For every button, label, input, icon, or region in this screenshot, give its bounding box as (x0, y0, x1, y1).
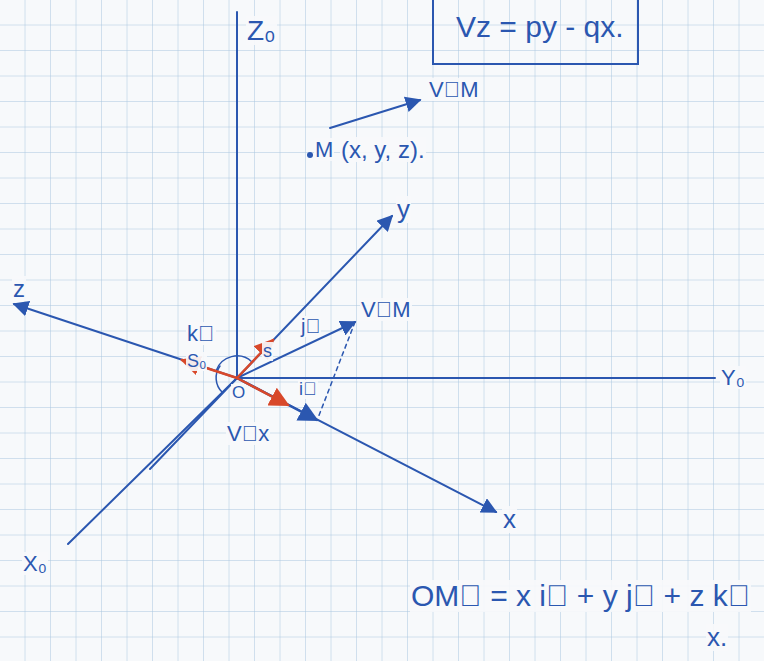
z-axis (14, 304, 237, 378)
math-label: x. (706, 624, 728, 651)
math-label: O (231, 384, 246, 402)
math-label: M (314, 138, 334, 161)
x0-axis (68, 378, 237, 544)
y0-axis (237, 377, 715, 379)
math-label: j⃗ (300, 316, 321, 337)
math-label: S₀ (186, 352, 207, 371)
x-axis (237, 378, 496, 512)
math-label: y (396, 196, 411, 223)
projection-line (318, 322, 355, 418)
math-label: V⃗M (428, 78, 480, 101)
math-label: X₀ (22, 552, 48, 575)
math-label: s (262, 342, 273, 361)
y-axis (150, 216, 392, 469)
math-label: OM⃗ = x i⃗ + y j⃗ + z k⃗ (410, 580, 751, 612)
velocity-vector (330, 100, 420, 128)
math-label: Z₀ (246, 16, 277, 45)
angle-arc (216, 366, 222, 392)
math-label: Y₀ (720, 366, 746, 389)
unit-vector (237, 340, 273, 378)
z0-axis (236, 12, 238, 378)
math-label: (x, y, z). (340, 137, 426, 162)
math-label: z (12, 276, 26, 301)
math-label: V⃗M (360, 298, 412, 321)
formula-box: Vz = py - qx. (432, 0, 639, 65)
formula-text: Vz = py - qx. (456, 10, 624, 43)
point-m (307, 152, 313, 158)
velocity-component (237, 378, 317, 420)
math-label: x (502, 506, 517, 533)
math-label: k⃗ (186, 322, 216, 345)
math-label: V⃗x (226, 422, 270, 445)
math-label: i⃗ (298, 380, 318, 399)
